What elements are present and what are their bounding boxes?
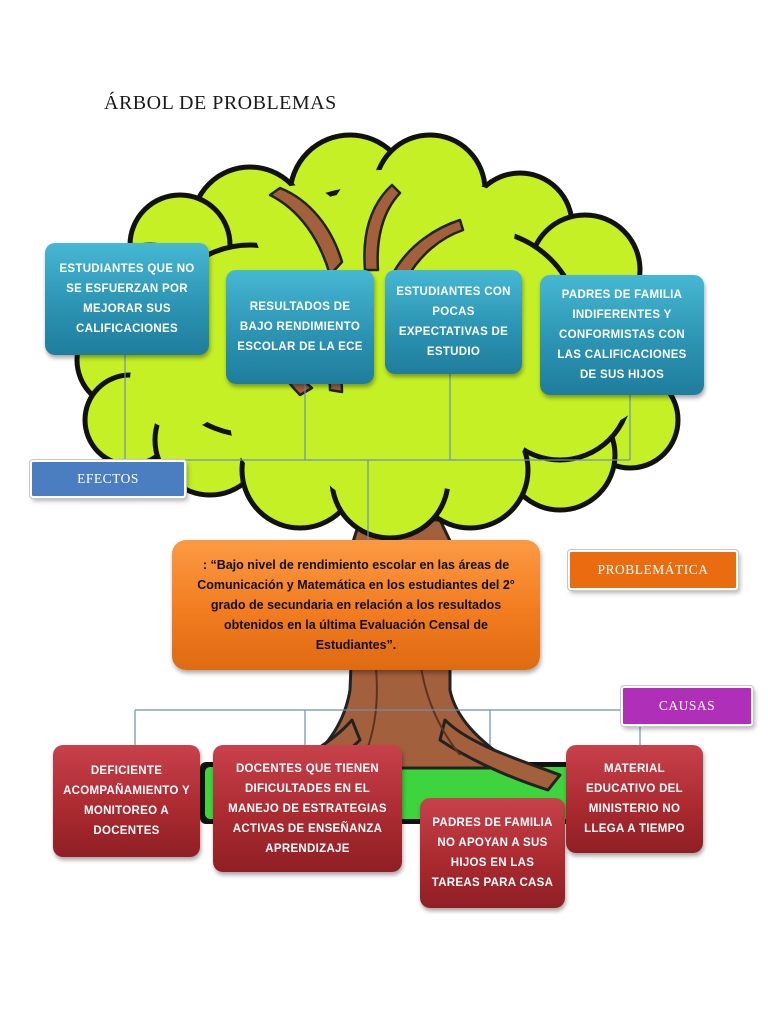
causes-connectors (134, 709, 641, 745)
cause-box-2: DOCENTES QUE TIENEN DIFICULTADES EN EL M… (213, 745, 402, 872)
causas-label: CAUSAS (621, 686, 753, 726)
cause-text: DEFICIENTE ACOMPAÑAMIENTO Y MONITOREO A … (63, 765, 190, 837)
cause-text: MATERIAL EDUCATIVO DEL MINISTERIO NO LLE… (584, 763, 685, 835)
cause-text: PADRES DE FAMILIA NO APOYAN A SUS HIJOS … (431, 817, 554, 889)
effect-box-1: ESTUDIANTES QUE NO SE ESFUERZAN POR MEJO… (45, 243, 209, 355)
cause-text: DOCENTES QUE TIENEN DIFICULTADES EN EL M… (228, 762, 387, 855)
effect-text: RESULTADOS DE BAJO RENDIMIENTO ESCOLAR D… (237, 301, 363, 353)
effect-box-4: PADRES DE FAMILIA INDIFERENTES Y CONFORM… (540, 275, 704, 395)
central-problem-box: : “Bajo nivel de rendimiento escolar en … (172, 540, 540, 670)
page-title: ÁRBOL DE PROBLEMAS (104, 92, 337, 114)
cause-box-4: MATERIAL EDUCATIVO DEL MINISTERIO NO LLE… (566, 745, 703, 853)
effect-text: ESTUDIANTES CON POCAS EXPECTATIVAS DE ES… (396, 286, 511, 358)
problematica-label: PROBLEMÁTICA (568, 550, 738, 590)
effect-box-3: ESTUDIANTES CON POCAS EXPECTATIVAS DE ES… (385, 270, 522, 374)
cause-box-1: DEFICIENTE ACOMPAÑAMIENTO Y MONITOREO A … (53, 745, 200, 857)
cause-box-3: PADRES DE FAMILIA NO APOYAN A SUS HIJOS … (420, 798, 565, 908)
efectos-label: EFECTOS (30, 460, 186, 498)
effects-connectors (124, 355, 631, 540)
effect-text: PADRES DE FAMILIA INDIFERENTES Y CONFORM… (557, 289, 687, 381)
effect-text: ESTUDIANTES QUE NO SE ESFUERZAN POR MEJO… (59, 263, 195, 335)
effect-box-2: RESULTADOS DE BAJO RENDIMIENTO ESCOLAR D… (226, 270, 374, 384)
central-problem-text: : “Bajo nivel de rendimiento escolar en … (197, 558, 515, 652)
